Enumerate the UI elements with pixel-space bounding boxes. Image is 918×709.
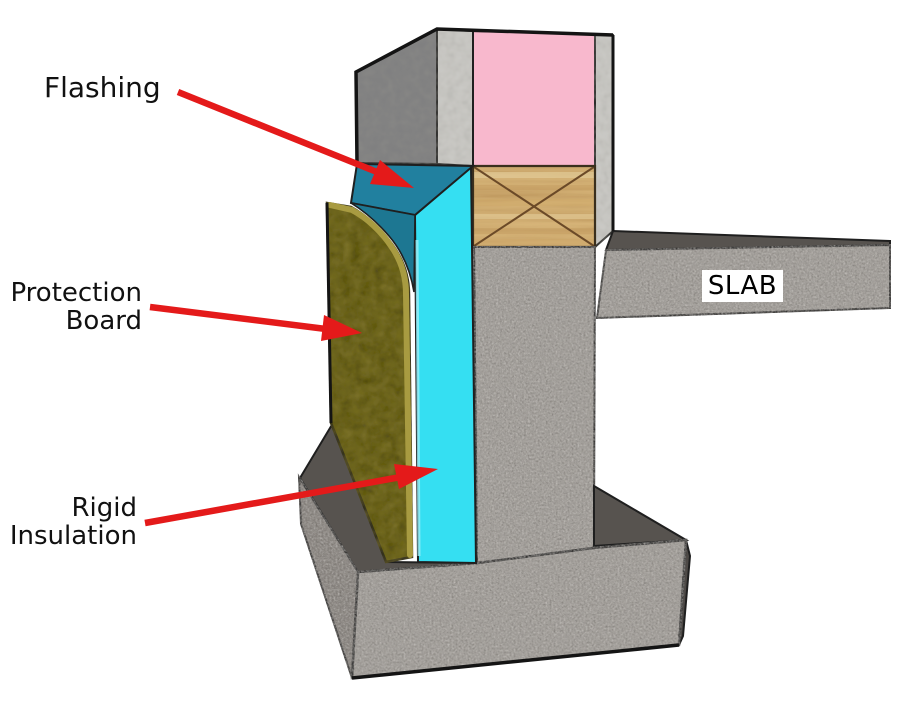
rigid-insulation-arrow-head <box>394 464 438 489</box>
rigid-insulation-face <box>413 164 478 565</box>
wall-assembly <box>354 27 614 250</box>
sill-grain <box>473 172 595 244</box>
flashing-arrow-shaft <box>176 88 379 176</box>
footing-bottom-profile <box>351 643 680 680</box>
pink-wall-insulation <box>472 29 596 167</box>
grain-band <box>473 172 595 178</box>
sill-x-brace-line-2 <box>473 166 595 247</box>
grain-band <box>473 239 595 244</box>
silhouette-edges <box>325 27 680 680</box>
rigid-insulation-label-line2: Insulation <box>9 521 137 551</box>
grain-band <box>473 185 595 190</box>
protection-board-label-line2: Board <box>65 306 142 336</box>
board-left-profile <box>325 202 333 424</box>
wall-top-profile <box>354 27 614 164</box>
footing-front-face <box>350 538 688 680</box>
wall-sheathing-right <box>594 32 614 250</box>
flashing-arrow-head <box>370 160 414 188</box>
protection-board-arrow-head <box>321 315 362 341</box>
protection-board-arrow-shaft <box>149 303 327 333</box>
rigid-insulation-edge-highlight <box>415 239 421 557</box>
protection-board-label: Protection Board <box>0 279 142 335</box>
rigid-insulation-label-line1: Rigid <box>71 493 137 523</box>
footing-top-surface-right <box>593 484 690 548</box>
foundation-wall-face <box>472 246 597 565</box>
grain-band <box>473 199 595 206</box>
protection-board-edge <box>327 202 413 558</box>
grain-band <box>473 228 595 234</box>
grain-band <box>473 214 595 219</box>
protection-board-arrow <box>149 303 362 341</box>
wood-sill-plate <box>471 164 597 249</box>
flashing-arrow <box>176 88 414 188</box>
rigid-insulation-arrow-shaft <box>144 473 402 527</box>
flashing-front-drape <box>350 202 416 293</box>
slab-label: SLAB <box>702 270 783 302</box>
flashing-label-text: Flashing <box>44 71 161 104</box>
protection-board-label-line1: Protection <box>10 278 142 308</box>
flashing-label: Flashing <box>44 74 161 102</box>
wall-sheathing-left <box>436 27 474 168</box>
rigid-insulation-label: Rigid Insulation <box>0 494 137 550</box>
rigid-insulation-arrow <box>144 464 438 527</box>
concrete-structure <box>297 229 891 680</box>
slab-label-text: SLAB <box>707 271 778 301</box>
callout-arrows <box>144 88 438 527</box>
